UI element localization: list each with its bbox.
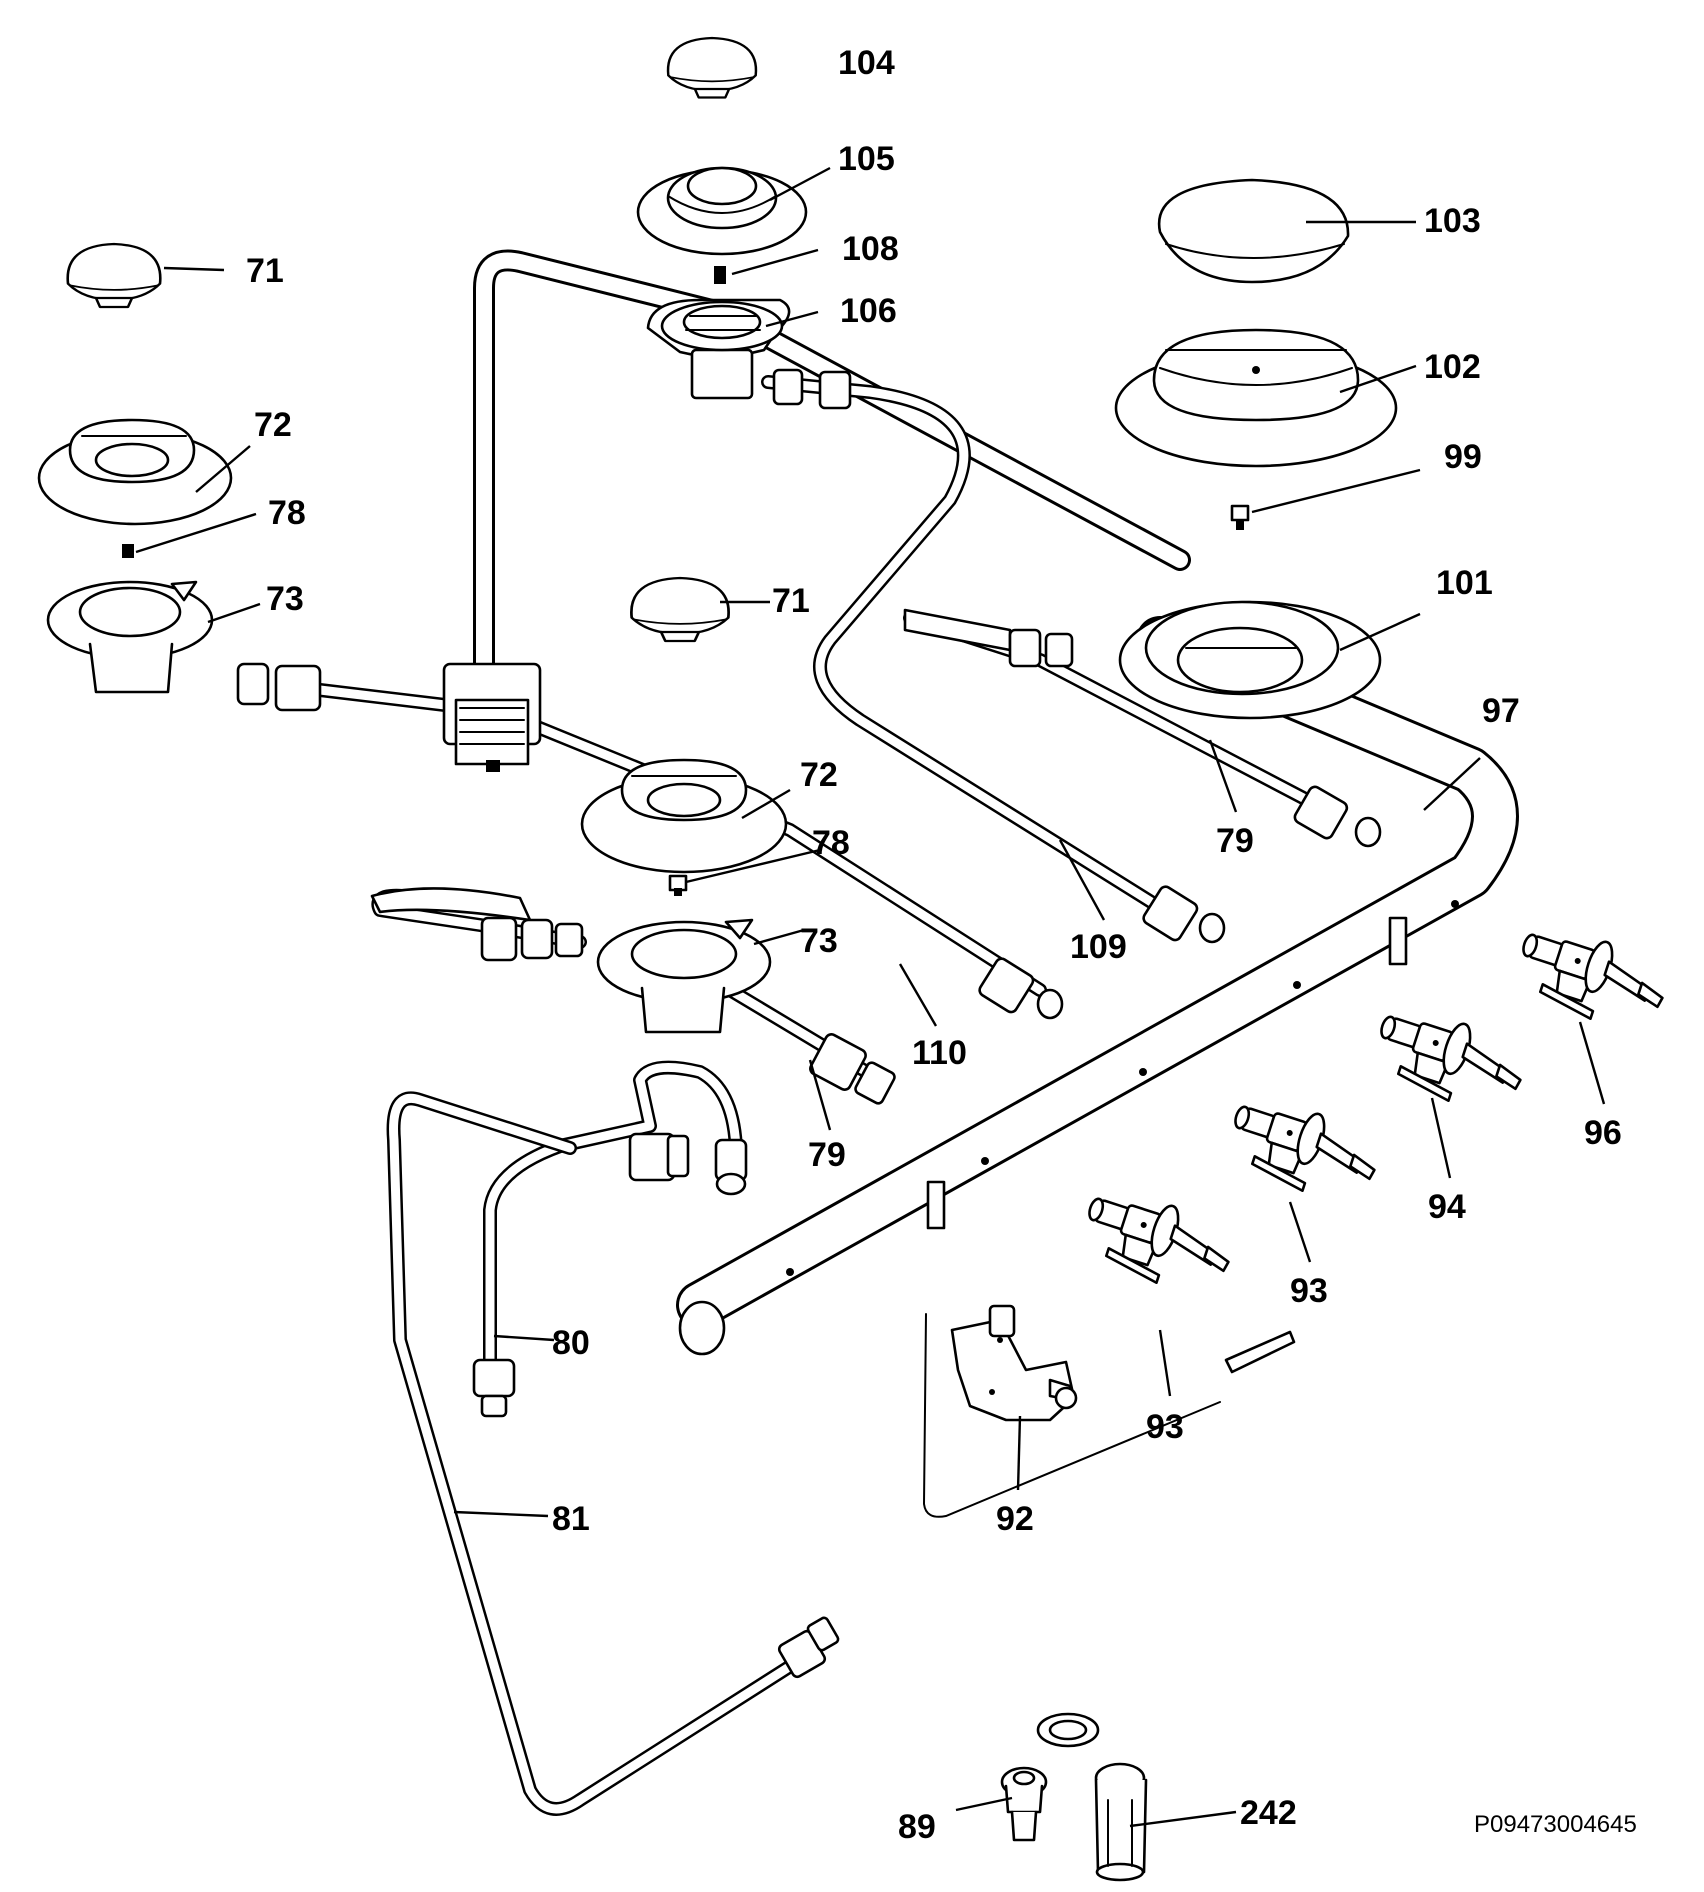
burner-crown-105: [636, 166, 808, 256]
injector-78-center: [668, 874, 688, 896]
gas-rail-frame: [473, 249, 1191, 683]
label-71-center: 71: [772, 582, 810, 620]
safety-valve-92: [922, 1304, 1296, 1518]
label-242: 242: [1240, 1794, 1297, 1832]
burner-cap-71-center: [630, 576, 730, 643]
gas-valve-93-upper: [1219, 1088, 1387, 1212]
label-80: 80: [552, 1324, 590, 1362]
burner-cap-103: [1157, 178, 1350, 284]
gas-distribution-rail-97: [676, 616, 1519, 1356]
supply-pipe-79-upper: [903, 608, 1382, 848]
burner-base-106: [646, 298, 791, 400]
burner-cap-71-left: [66, 242, 162, 309]
gas-valve-96: [1507, 916, 1675, 1040]
burner-crown-102: [1114, 328, 1398, 468]
label-109: 109: [1070, 928, 1127, 966]
part-number-labels: 104 105 108 106 103 102 99 101 97 71 72 …: [246, 44, 1622, 1846]
label-102: 102: [1424, 348, 1481, 386]
burner-base-73-left: [46, 580, 214, 694]
label-96: 96: [1584, 1114, 1622, 1152]
label-89: 89: [898, 1808, 936, 1846]
label-79-lower: 79: [808, 1136, 846, 1174]
label-93-lower: 93: [1146, 1408, 1184, 1446]
gas-valve-93-lower: [1073, 1180, 1241, 1304]
label-104: 104: [838, 44, 895, 82]
label-73-center: 73: [800, 922, 838, 960]
burner-crown-72-left: [37, 418, 233, 526]
label-81: 81: [552, 1500, 590, 1538]
label-97: 97: [1482, 692, 1520, 730]
injector-99: [1230, 504, 1250, 530]
label-79-upper: 79: [1216, 822, 1254, 860]
burner-base-73-center: [596, 918, 772, 1034]
supply-pipe-79-lower: [723, 983, 896, 1105]
supply-tube-81: [386, 1091, 840, 1816]
leader-lines: [135, 166, 1606, 1828]
supply-pipe-110: [513, 713, 1064, 1020]
burner-base-101: [1118, 600, 1382, 720]
label-108: 108: [842, 230, 899, 268]
label-73-left: 73: [266, 580, 304, 618]
burner-crown-72-center: [580, 758, 788, 874]
label-78-center: 78: [812, 824, 850, 862]
label-105: 105: [838, 140, 895, 178]
washer: [1036, 1712, 1100, 1748]
gas-valve-94: [1365, 998, 1533, 1122]
thermocouple-tube-80: [472, 1060, 748, 1418]
nozzle-89: [1000, 1766, 1048, 1842]
injector-78-left: [122, 544, 134, 558]
adapter-242: [1094, 1762, 1148, 1882]
label-78-left: 78: [268, 494, 306, 532]
label-110: 110: [912, 1034, 967, 1072]
label-101: 101: [1436, 564, 1493, 602]
left-feed-pipe: [236, 662, 542, 772]
label-72-left: 72: [254, 406, 292, 444]
label-72-center: 72: [800, 756, 838, 794]
injector-108: [714, 266, 726, 284]
burner-cap-104: [666, 36, 758, 99]
label-99: 99: [1444, 438, 1482, 476]
supply-pipe-109: [761, 368, 1226, 944]
label-94: 94: [1428, 1188, 1466, 1226]
drawing-code: P09473004645: [1474, 1811, 1637, 1838]
label-106: 106: [840, 292, 897, 330]
label-92: 92: [996, 1500, 1034, 1538]
front-left-feed-pipe: [370, 887, 587, 962]
label-71-left: 71: [246, 252, 284, 290]
label-93-upper: 93: [1290, 1272, 1328, 1310]
label-103: 103: [1424, 202, 1481, 240]
